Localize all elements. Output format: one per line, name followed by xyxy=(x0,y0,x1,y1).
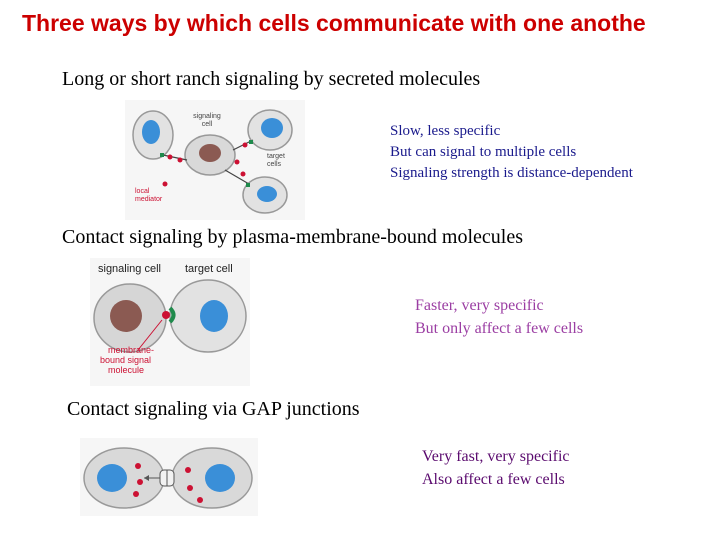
label-signaling-cell-2: signaling cell xyxy=(98,263,161,275)
small-molecules xyxy=(133,463,203,503)
gap-junction xyxy=(144,469,175,487)
secreted-molecules xyxy=(162,142,248,187)
cell-left-gap xyxy=(83,447,165,509)
note-line: Faster, very specific xyxy=(415,297,544,314)
label-membrane-molecule: membrane- bound signal molecule xyxy=(100,345,157,375)
receptors xyxy=(160,140,253,187)
notes-contact-membrane: Faster, very specific But only affect a … xyxy=(415,294,583,340)
pointer-line xyxy=(137,319,163,351)
note-line: But only affect a few cells xyxy=(415,320,584,337)
note-line: Signaling strength is distance-dependent xyxy=(390,165,633,181)
heading-gap-junctions: Contact signaling via GAP junctions xyxy=(67,398,360,420)
notes-gap-junctions: Very fast, very specific Also affect a f… xyxy=(422,445,570,491)
heading-contact-membrane: Contact signaling by plasma-membrane-bou… xyxy=(62,226,523,248)
signaling-cell xyxy=(184,134,236,176)
note-line: Slow, less specific xyxy=(390,123,501,139)
note-line: Also affect a few cells xyxy=(422,471,565,488)
slide-title: Three ways by which cells communicate wi… xyxy=(22,10,646,36)
target-cell-top xyxy=(247,109,293,151)
signaling-cell-2 xyxy=(93,283,167,353)
cell-right-gap xyxy=(171,447,253,509)
target-cell-bottom xyxy=(242,176,288,214)
target-cell-left xyxy=(132,110,174,160)
membrane-bound-molecule xyxy=(162,306,176,324)
notes-secreted-signaling: Slow, less specific But can signal to mu… xyxy=(390,121,633,184)
target-cell-2 xyxy=(169,279,247,353)
figure-gap-junctions xyxy=(80,438,258,516)
heading-secreted-signaling: Long or short ranch signaling by secrete… xyxy=(62,68,481,90)
note-line: But can signal to multiple cells xyxy=(390,144,577,160)
label-target-cell-2: target cell xyxy=(185,263,233,275)
figure-contact-membrane: signaling cell target cell membrane- bou… xyxy=(90,258,250,386)
note-line: Very fast, very specific xyxy=(422,448,570,465)
